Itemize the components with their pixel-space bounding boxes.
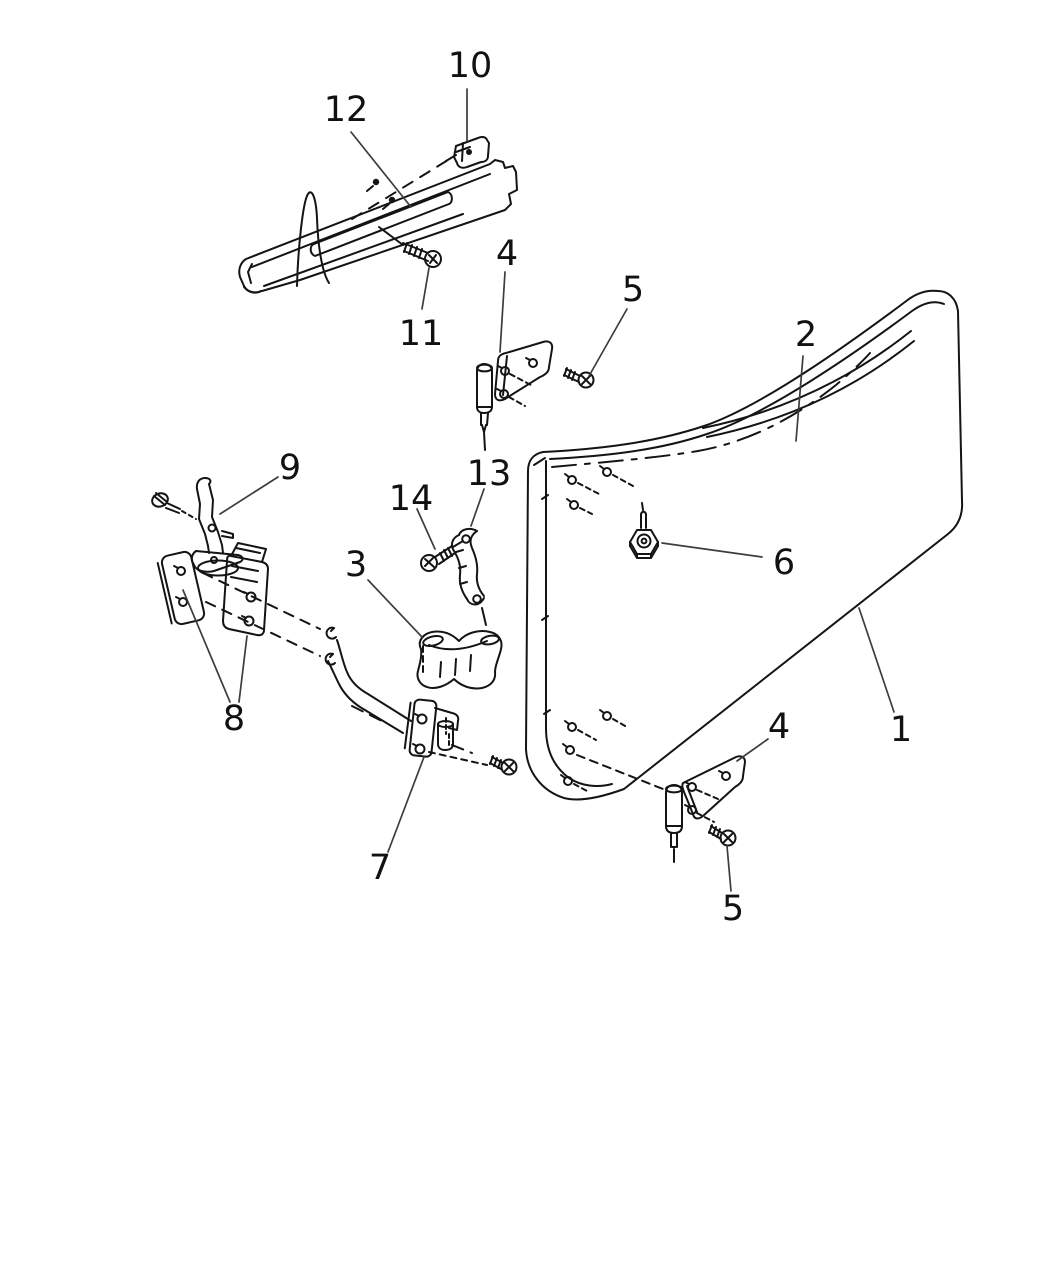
upper-hinge-screw [563, 367, 595, 389]
striker-bracket [190, 477, 244, 577]
retainer-ring [324, 652, 336, 666]
callout-leader-7 [387, 756, 425, 853]
track-bolt-hole [372, 178, 380, 186]
door-panel [525, 289, 964, 801]
screw-head [719, 829, 737, 847]
striker-screw [151, 492, 197, 520]
callout-5-4: 5 [622, 270, 644, 310]
callout-12-1: 12 [324, 90, 369, 130]
callout-leader-2 [795, 355, 804, 442]
door-left-inner-edge [545, 460, 613, 787]
door-top-inner-edge [549, 301, 945, 460]
callout-1-12: 1 [890, 710, 912, 750]
callout-leader-8 [182, 589, 231, 703]
rod-bushing [437, 723, 454, 751]
callout-leader-6 [661, 542, 763, 558]
callout-leader-3 [367, 579, 423, 638]
assembly-axis-upper [202, 572, 321, 630]
striker-plates [156, 542, 321, 657]
bumper-outline [416, 630, 503, 690]
callout-11-2: 11 [399, 314, 444, 354]
lower-door-hinge [665, 755, 746, 863]
bracket-flange [434, 707, 460, 731]
callout-leader-5 [588, 308, 628, 377]
callout-leader-9 [219, 476, 279, 515]
callout-leader-12 [350, 131, 412, 208]
striker-plate-left [156, 550, 206, 626]
clip-body [453, 135, 490, 169]
track-strap-loop [296, 191, 330, 287]
callout-14-7: 14 [389, 479, 434, 519]
callout-8-11: 8 [223, 699, 245, 739]
callout-leader-11 [421, 267, 430, 310]
hinge-plate [494, 340, 554, 402]
screw-head [500, 758, 518, 776]
hinge-plate [681, 755, 746, 820]
callout-4-13: 4 [768, 707, 790, 747]
door-lower-holes [560, 709, 664, 792]
hinge-pin [476, 363, 493, 451]
check-strap-bumper [416, 630, 503, 690]
track-slot [309, 191, 453, 257]
rod-bracket-screw [489, 755, 518, 776]
callout-6-10: 6 [773, 543, 795, 583]
rod-bracket [403, 698, 488, 766]
callout-7-15: 7 [369, 848, 391, 888]
upper-track [238, 159, 518, 294]
screw-head [424, 250, 442, 268]
nut-stud [640, 502, 647, 529]
callout-10-0: 10 [448, 46, 493, 86]
callout-13-8: 13 [467, 454, 512, 494]
callout-leader-4 [736, 738, 769, 762]
callout-5-14: 5 [722, 889, 744, 929]
mounting-nut [629, 502, 659, 559]
hole-to-hinge-axis [576, 754, 664, 790]
door-check-strap [450, 527, 487, 626]
track-screw-axis [378, 226, 404, 246]
hinge-pin [665, 784, 683, 863]
screw-head [420, 554, 438, 572]
callout-leader-4 [499, 271, 506, 353]
retainer-ring [325, 626, 337, 640]
upper-door-hinge [476, 340, 554, 451]
track-bolt-hole [388, 196, 396, 204]
lower-hinge-screw [708, 824, 737, 847]
callout-leader-8 [238, 635, 248, 703]
callout-leader-5 [726, 845, 732, 892]
track-screw [402, 242, 442, 268]
screw-head [577, 371, 595, 389]
callout-leader-14 [416, 508, 436, 550]
door-belt-line [551, 352, 871, 468]
door-check-rod [327, 639, 473, 754]
door-upper-holes [564, 465, 634, 515]
track-clip [351, 135, 490, 220]
callout-4-3: 4 [496, 234, 518, 274]
door-outline [525, 289, 964, 801]
callout-leader-13 [470, 488, 485, 527]
callout-9-6: 9 [279, 448, 301, 488]
door-trim-lines [702, 330, 915, 438]
callout-2-5: 2 [795, 315, 817, 355]
bracket-plate [403, 698, 438, 758]
strap-screw [420, 540, 464, 572]
assembly-axis-lower [205, 601, 321, 657]
callout-leader-1 [858, 607, 895, 713]
retainer-rings [324, 626, 337, 666]
callout-3-9: 3 [345, 545, 367, 585]
